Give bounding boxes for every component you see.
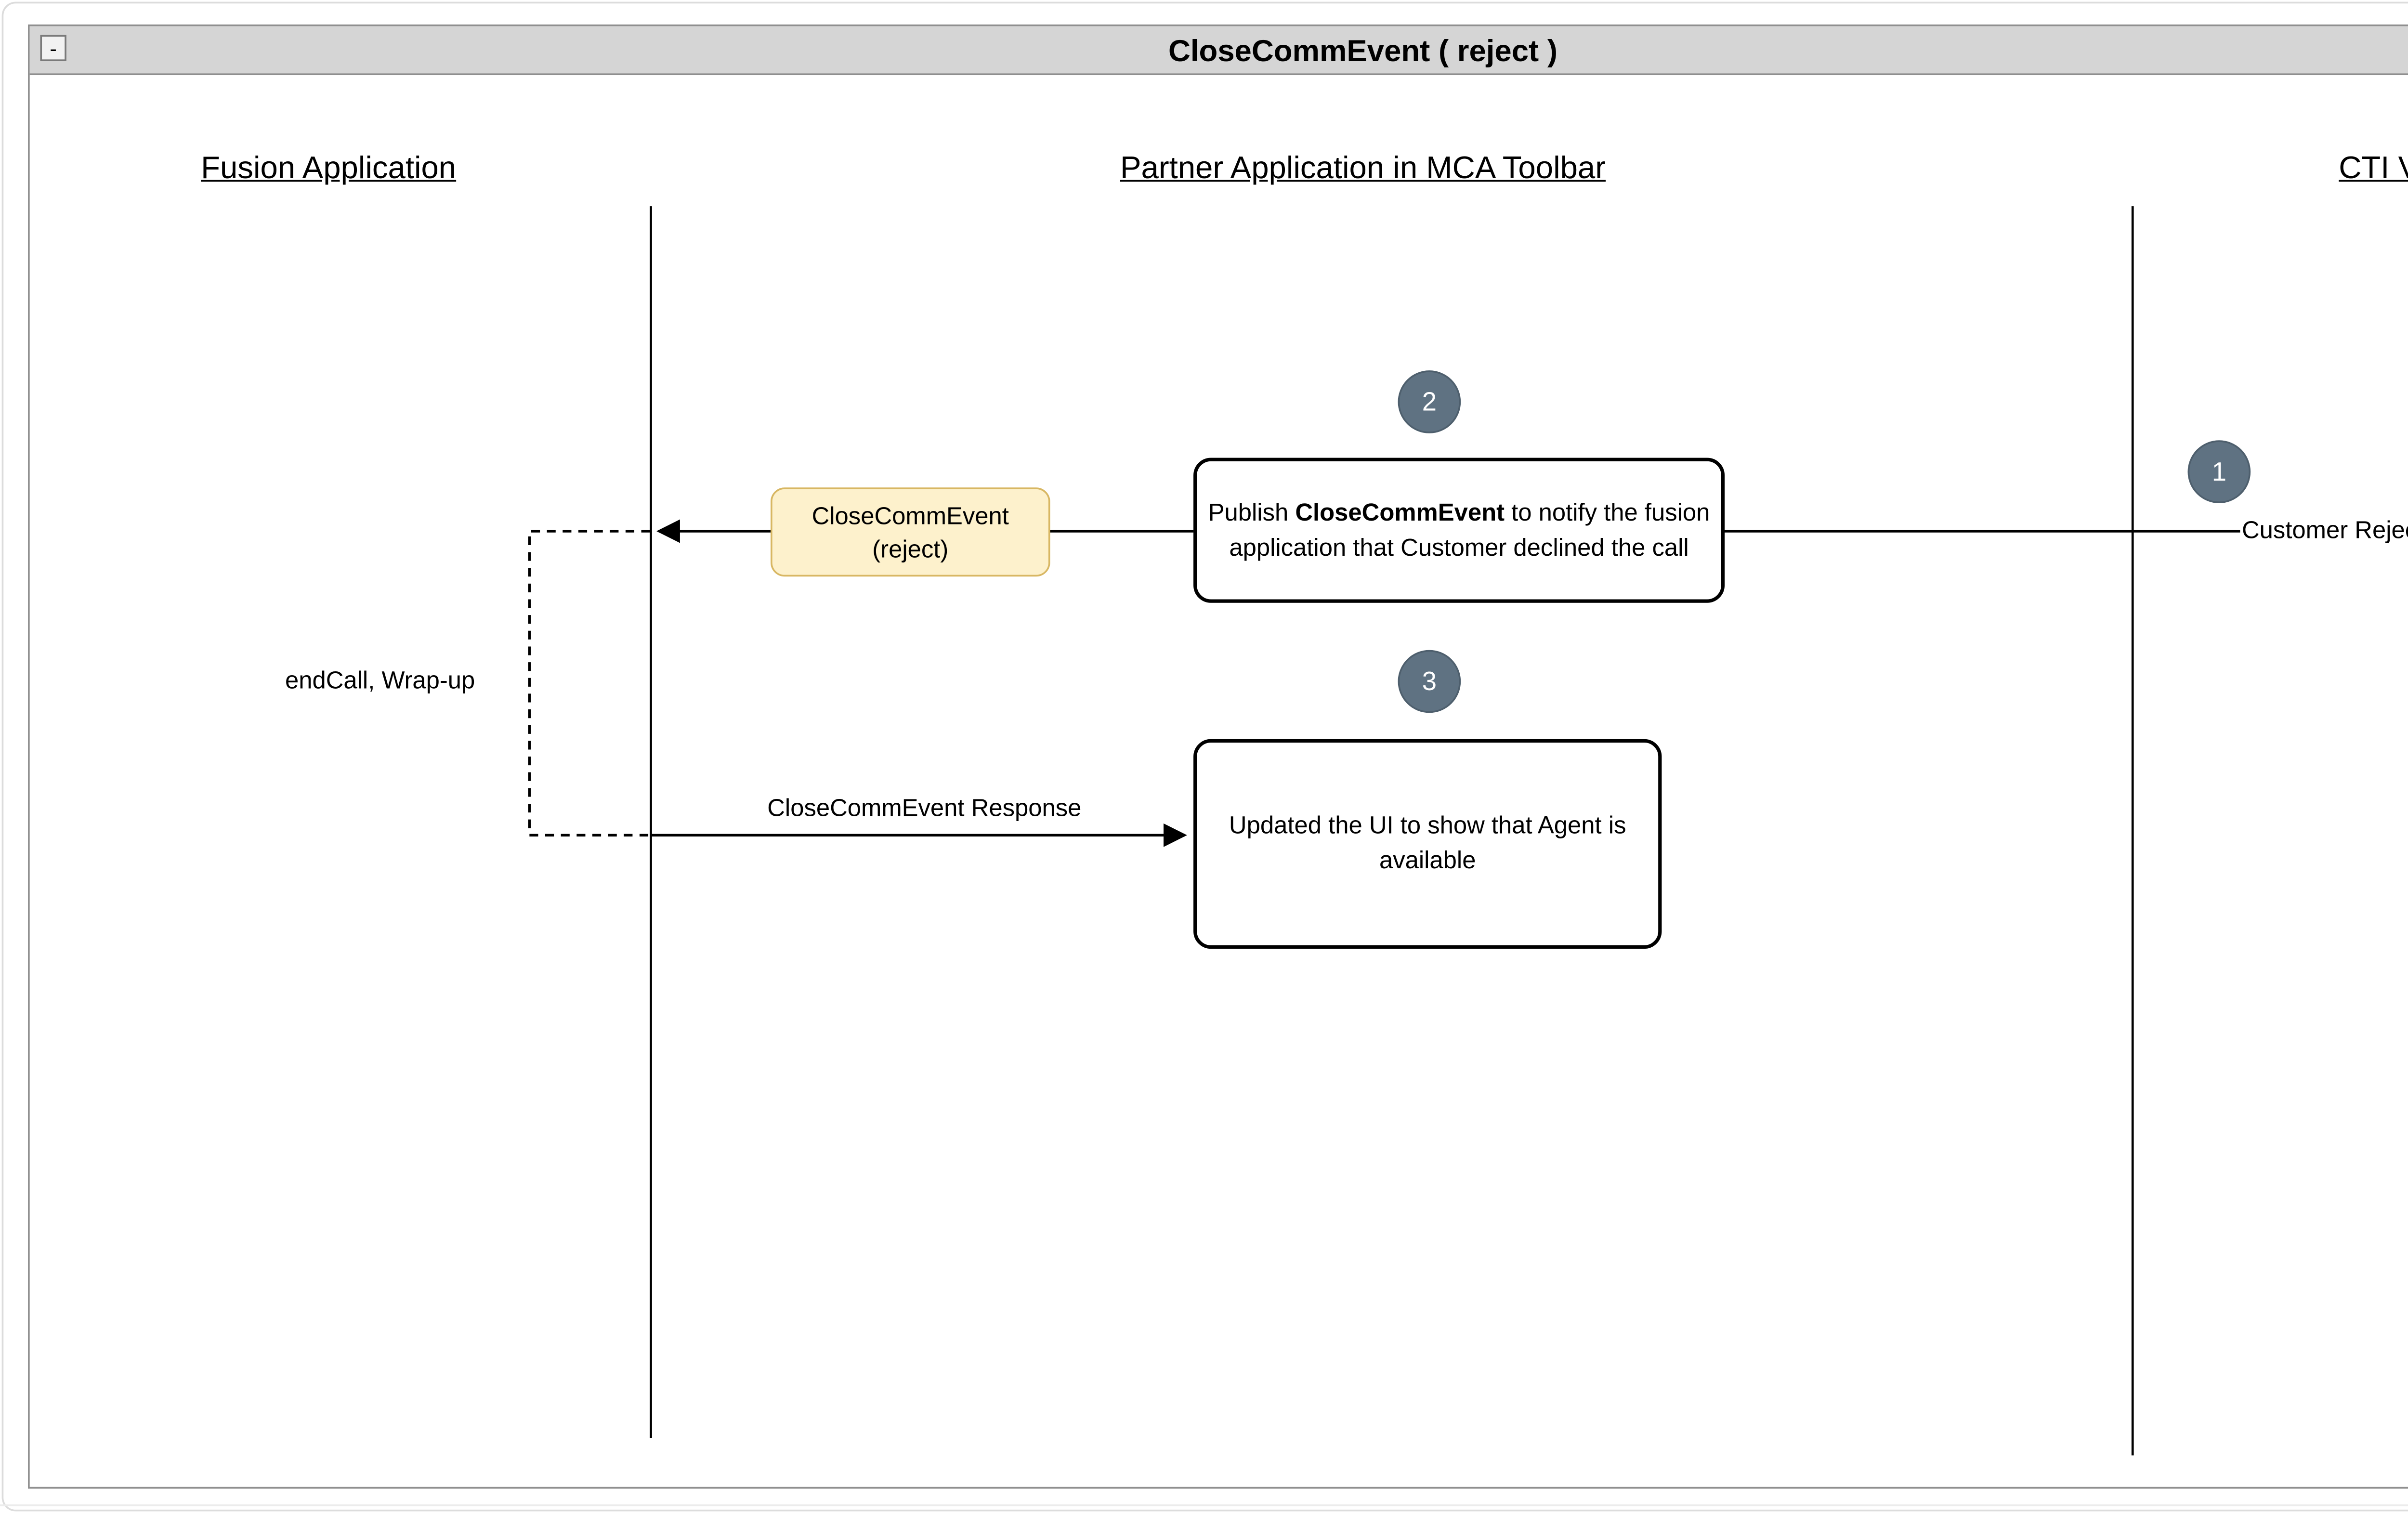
publish-closecommevent-box: Publish CloseCommEvent to notify the fus… [1193, 457, 1725, 603]
step-badge-1: 1 [2187, 440, 2251, 503]
publish-box-text: Publish CloseCommEvent to notify the fus… [1197, 496, 1721, 565]
note-line-2: (reject) [872, 534, 949, 562]
closecommevent-reject-note: CloseCommEvent (reject) [771, 487, 1050, 577]
step-badge-2-number: 2 [1422, 387, 1437, 417]
bottom-divider [0, 1504, 2408, 1506]
lane-header-cti-vendor: CTI Vendor [2339, 150, 2408, 185]
step-badge-3-number: 3 [1422, 667, 1437, 696]
step-badge-3: 3 [1398, 650, 1461, 713]
lane-header-fusion-application: Fusion Application [201, 150, 457, 185]
step-badge-1-number: 1 [2212, 457, 2226, 487]
label-customer-rejects-call: Customer Rejects the Call [2241, 515, 2408, 544]
step-badge-2: 2 [1398, 370, 1461, 433]
updated-ui-box-text: Updated the UI to show that Agent is ava… [1229, 810, 1626, 874]
label-closecommevent-response: CloseCommEvent Response [767, 793, 1082, 822]
note-line-1: CloseCommEvent [811, 500, 1009, 529]
publish-box-text-bold: CloseCommEvent [1295, 497, 1505, 525]
label-endcall-wrapup: endCall, Wrap-up [285, 666, 475, 694]
diagram-title: CloseCommEvent ( reject ) [1168, 33, 1557, 68]
publish-box-text-pre: Publish [1208, 497, 1296, 525]
publish-box-text-post: to notify the fusion application that Cu… [1229, 497, 1710, 560]
lane-header-partner-application: Partner Application in MCA Toolbar [1120, 150, 1606, 185]
collapse-button[interactable]: - [40, 35, 66, 61]
diagram-title-bar: - CloseCommEvent ( reject ) [29, 26, 2408, 76]
updated-ui-box: Updated the UI to show that Agent is ava… [1193, 739, 1662, 949]
minus-icon: - [50, 36, 57, 61]
